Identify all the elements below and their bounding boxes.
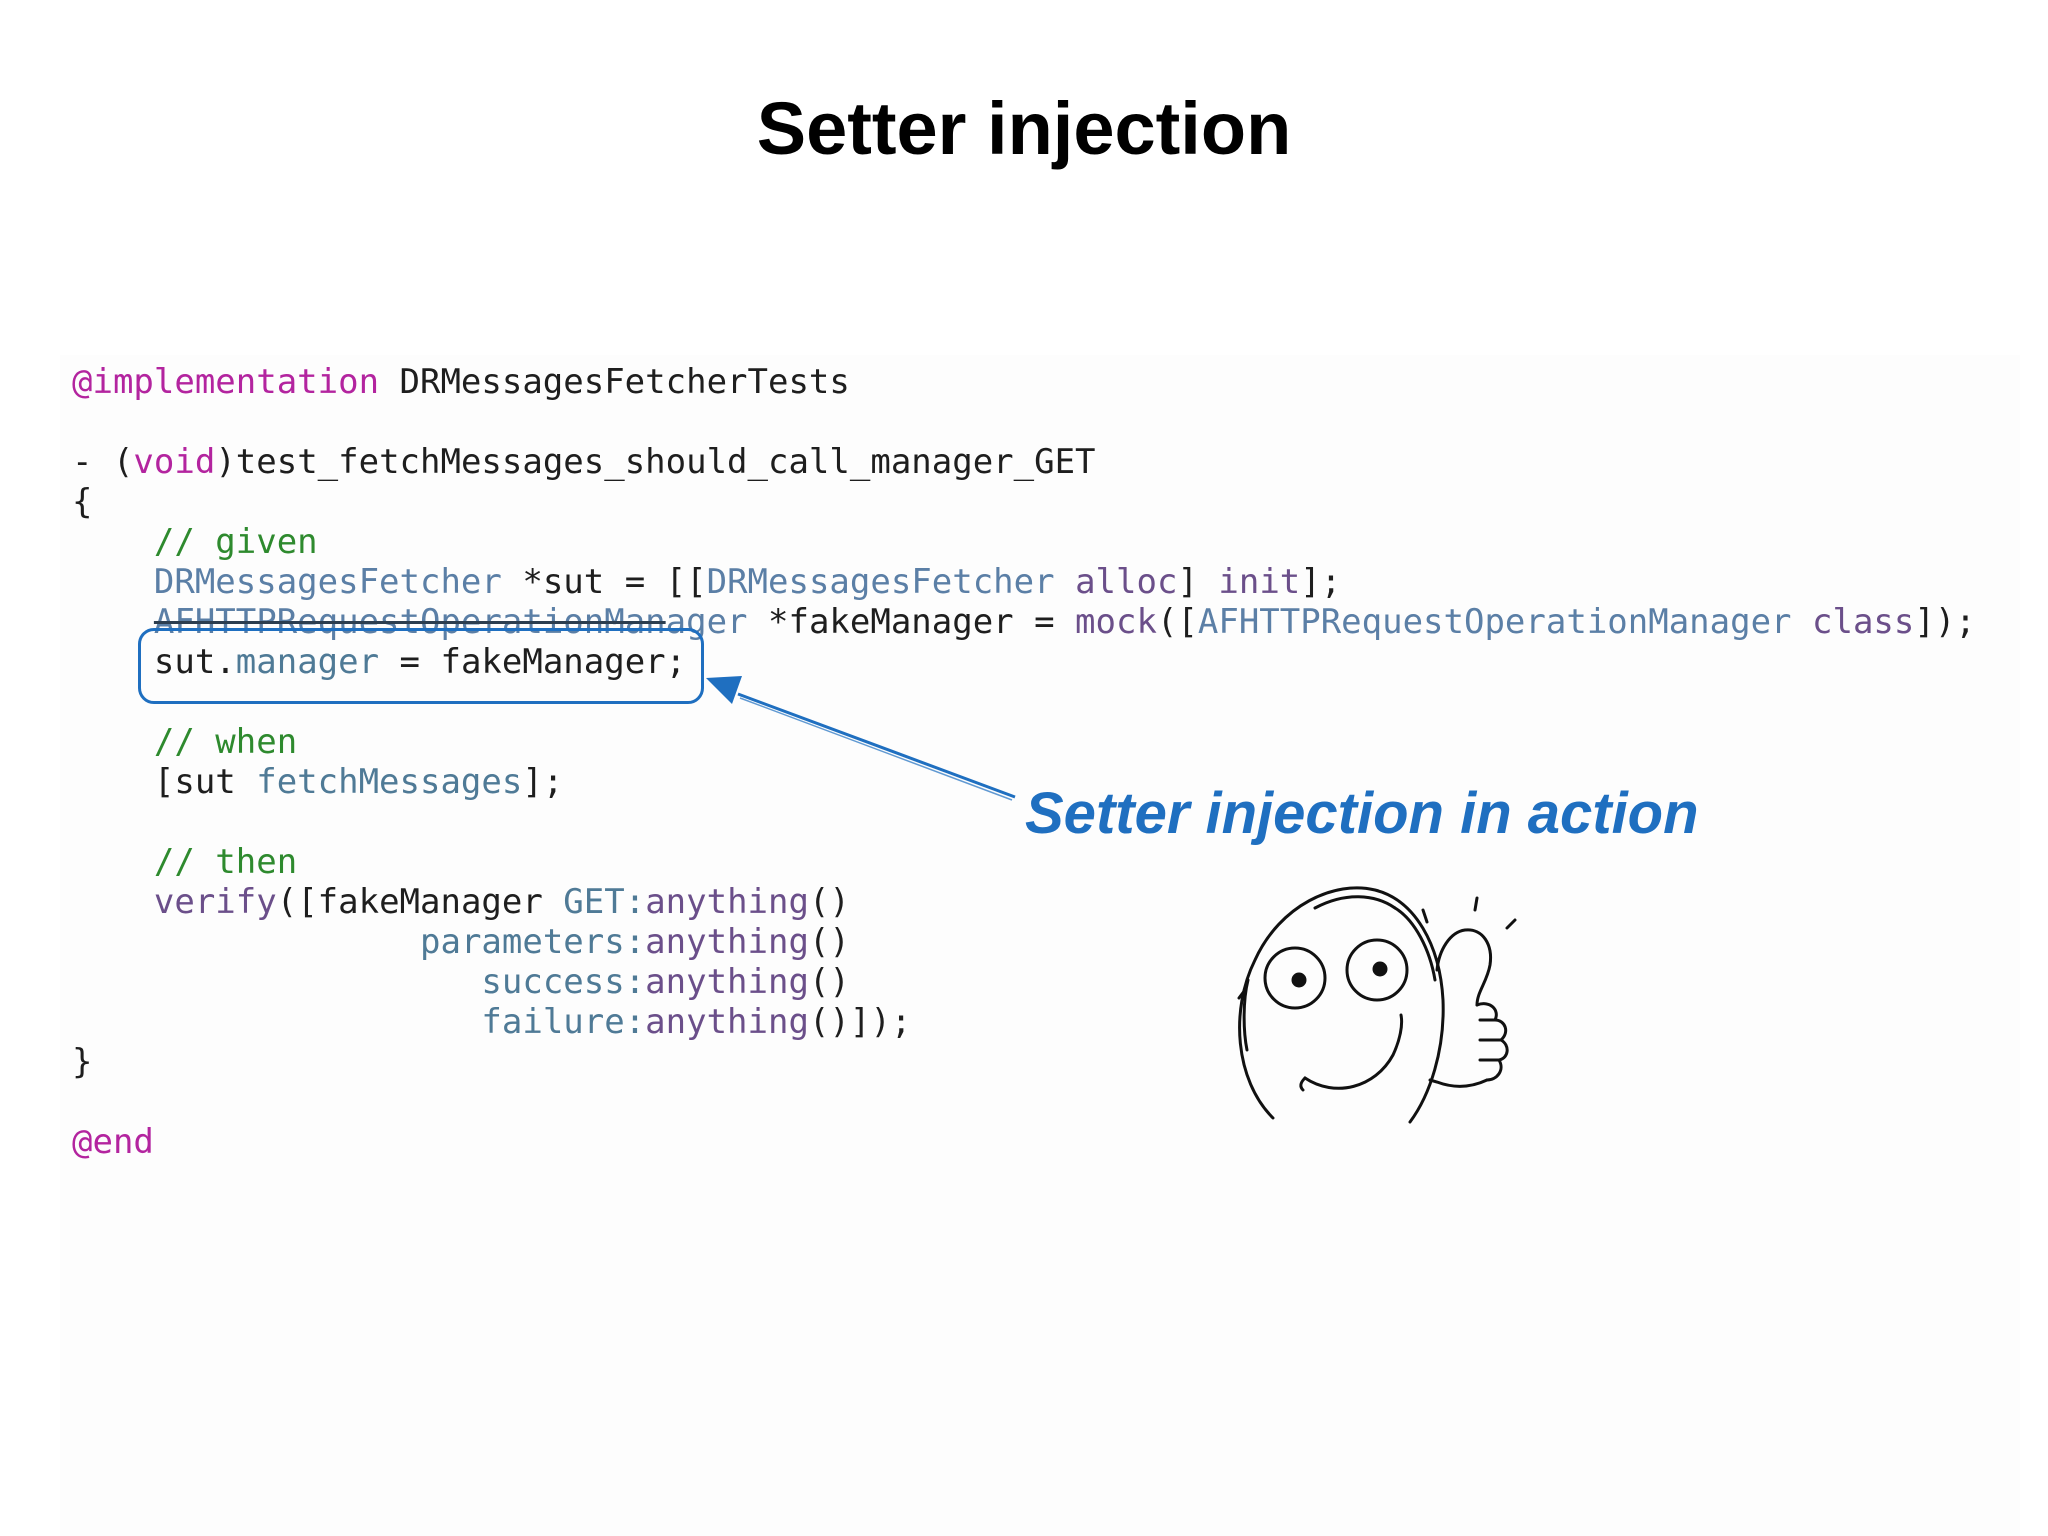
- code-comment: // given: [72, 522, 318, 562]
- code-token: mock: [1075, 602, 1157, 642]
- code-line-15: parameters:anything(): [72, 922, 1976, 962]
- code-token: anything: [645, 922, 809, 962]
- code-line-14: verify([fakeManager GET:anything(): [72, 882, 1976, 922]
- code-line-13: // then: [72, 842, 1976, 882]
- code-token: void: [133, 442, 216, 482]
- code-token: anything: [645, 962, 809, 1002]
- code-token: )test_fetchMessages_should_call_manager_…: [215, 442, 1096, 482]
- code-token: sut.: [153, 642, 236, 682]
- code-comment: // when: [72, 722, 298, 762]
- code-token: - (: [72, 442, 134, 482]
- code-token: alloc: [1075, 562, 1178, 602]
- code-token: }: [72, 1042, 93, 1082]
- code-token: *sut = [[: [501, 562, 707, 602]
- code-token: ()]);: [808, 1002, 912, 1042]
- code-panel: [60, 355, 2020, 1536]
- code-line-7: AFHTTPRequestOperationManager *fakeManag…: [72, 602, 1976, 642]
- code-token: ([fakeManager: [276, 882, 564, 922]
- code-token: DRMessagesFetcherTests: [379, 362, 850, 402]
- code-token: @implementation: [72, 362, 380, 402]
- code-token: ];: [522, 762, 564, 802]
- code-line-4: {: [72, 482, 1976, 522]
- annotation-text: Setter injection in action: [1025, 781, 1699, 846]
- code-token: verify: [153, 882, 277, 922]
- code-token: DRMessagesFetcher: [706, 562, 1055, 602]
- code-token: DRMessagesFetcher: [153, 562, 502, 602]
- code-token: manager: [235, 642, 380, 682]
- code-block: @implementation DRMessagesFetcherTests - …: [72, 362, 1976, 1162]
- code-token-struck: AFHTTPRequestOperationMan: [153, 602, 666, 642]
- code-token: (): [808, 882, 850, 922]
- code-token: success:: [481, 962, 646, 1002]
- code-token: GET:: [563, 882, 646, 922]
- code-token: anything: [645, 1002, 809, 1042]
- code-line-11: [sut fetchMessages];: [72, 762, 1976, 802]
- thumbs-up-face-icon: [1237, 886, 1517, 1124]
- code-token: ]);: [1914, 602, 1976, 642]
- code-token: @end: [72, 1122, 154, 1162]
- code-token: ]: [1177, 562, 1219, 602]
- code-line-10: // when: [72, 722, 1976, 762]
- code-token: = fakeManager;: [379, 642, 687, 682]
- code-token: {: [72, 482, 93, 522]
- code-token: AFHTTPRequestOperationManager: [1197, 602, 1792, 642]
- code-line-20: @end: [72, 1122, 1976, 1162]
- code-comment: // then: [72, 842, 298, 882]
- code-token: ([: [1156, 602, 1198, 642]
- code-token: init: [1218, 562, 1301, 602]
- code-token: (): [808, 922, 850, 962]
- code-token: *fakeManager =: [747, 602, 1076, 642]
- code-line-18: }: [72, 1042, 1976, 1082]
- code-token: (): [808, 962, 850, 1002]
- code-line-1: @implementation DRMessagesFetcherTests: [72, 362, 1976, 402]
- code-token: class: [1812, 602, 1915, 642]
- code-token: failure:: [481, 1002, 646, 1042]
- highlight-box: [138, 628, 704, 704]
- code-token: ];: [1300, 562, 1342, 602]
- slide-title: Setter injection: [756, 87, 1292, 170]
- code-token: [sut: [72, 762, 257, 802]
- code-line-16: success:anything(): [72, 962, 1976, 1002]
- code-token: anything: [645, 882, 809, 922]
- code-line-8: sut.manager = fakeManager;: [72, 642, 1976, 682]
- code-token: ager: [665, 602, 748, 642]
- code-line-6: DRMessagesFetcher *sut = [[DRMessagesFet…: [72, 562, 1976, 602]
- code-line-5: // given: [72, 522, 1976, 562]
- code-line-3: - (void)test_fetchMessages_should_call_m…: [72, 442, 1976, 482]
- code-token: parameters:: [420, 922, 646, 962]
- code-token: fetchMessages: [256, 762, 523, 802]
- code-line-17: failure:anything()]);: [72, 1002, 1976, 1042]
